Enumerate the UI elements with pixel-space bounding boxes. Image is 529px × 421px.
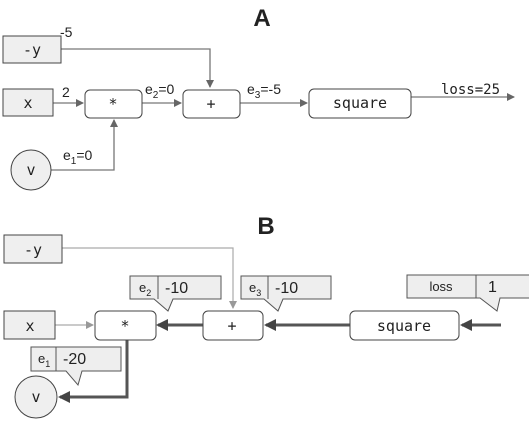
node-neg-y-a-label: -y: [23, 41, 41, 59]
node-v-a-label: v: [26, 161, 35, 179]
node-square-b-label: square: [377, 317, 431, 335]
callout-e3-label: e3: [249, 280, 261, 298]
panel-a: A -y x v * +: [2, 5, 515, 191]
panel-a-title: A: [253, 5, 270, 32]
edge-label-x: 2: [62, 84, 70, 100]
callout-loss: loss 1: [406, 274, 529, 312]
callout-e3-value: -10: [275, 280, 298, 297]
node-v-a: v: [10, 149, 52, 191]
node-mul-b: *: [94, 310, 157, 341]
node-add-b-label: +: [227, 317, 236, 335]
node-v-b-label: v: [31, 388, 40, 406]
callout-loss-label: loss: [429, 279, 453, 294]
edge-negy-to-add: [61, 48, 214, 88]
node-x-b-label: x: [25, 317, 34, 335]
panel-a-edges: [51, 48, 515, 171]
node-x-b: x: [3, 310, 56, 340]
node-add-a-label: +: [206, 95, 215, 113]
node-mul-b-label: *: [120, 317, 129, 335]
panel-b: B -y x v *: [3, 213, 529, 419]
node-mul-a-label: *: [108, 95, 117, 113]
callout-e3: e3 -10: [240, 275, 332, 312]
node-square-b: square: [349, 310, 460, 341]
callout-loss-value: 1: [488, 279, 497, 296]
node-mul-a: *: [84, 89, 143, 119]
edge-label-loss: loss=25: [441, 82, 500, 98]
panel-b-title: B: [257, 213, 274, 240]
edge-label-neg-y: -5: [60, 24, 73, 40]
node-neg-y-b: -y: [3, 234, 63, 264]
node-square-a-label: square: [333, 94, 387, 112]
edge-v-to-mul: [51, 119, 118, 171]
edge-negy-to-add-b: [62, 247, 237, 309]
edge-label-e3: e3=-5: [247, 81, 281, 101]
callout-e2: e2 -10: [129, 275, 222, 312]
edge-label-e1: e1=0: [63, 147, 93, 167]
callout-e1-label: e1: [38, 351, 50, 369]
callout-e1: e1 -20: [30, 346, 122, 387]
panel-b-forward-edges: [55, 247, 237, 329]
callout-e2-label: e2: [139, 280, 151, 298]
edge-label-e2: e2=0: [145, 81, 175, 101]
grad-mul-to-v: [58, 340, 129, 403]
node-x-a-label: x: [23, 94, 32, 112]
callout-e2-value: -10: [165, 280, 188, 297]
node-x-a: x: [2, 88, 54, 117]
node-neg-y-b-label: -y: [24, 241, 42, 259]
node-square-a: square: [308, 88, 412, 119]
node-neg-y-a: -y: [2, 35, 62, 64]
panel-b-gradient-edges: [58, 319, 501, 403]
node-v-b: v: [14, 375, 58, 419]
node-add-b: +: [202, 310, 264, 341]
node-add-a: +: [182, 89, 241, 119]
callout-e1-value: -20: [63, 351, 86, 368]
